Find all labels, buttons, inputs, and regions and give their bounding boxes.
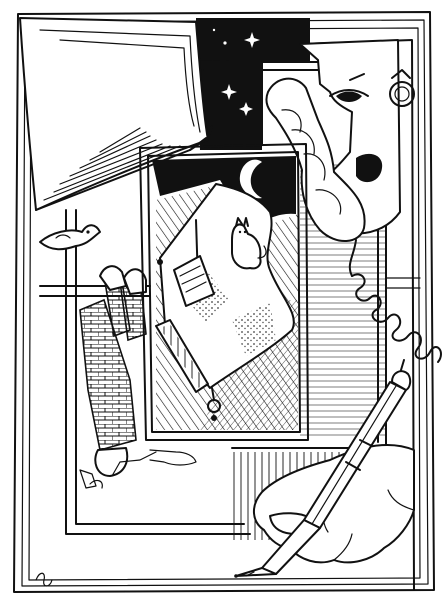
crescent-moon-icon [239,159,262,199]
lifted-page-corner [19,17,213,211]
sheet-music [173,255,215,307]
falling-figure [79,265,197,489]
flying-bird [39,224,101,251]
piano-keyboard [155,319,209,393]
grand-piano [155,183,295,421]
telephone-receiver [265,77,442,363]
eyeglass-icon [389,69,415,107]
cat-on-piano [231,217,267,270]
fountain-pen [234,359,412,578]
coiled-cord [351,273,442,363]
star-icon [212,28,260,116]
scribble-marks [35,479,103,587]
